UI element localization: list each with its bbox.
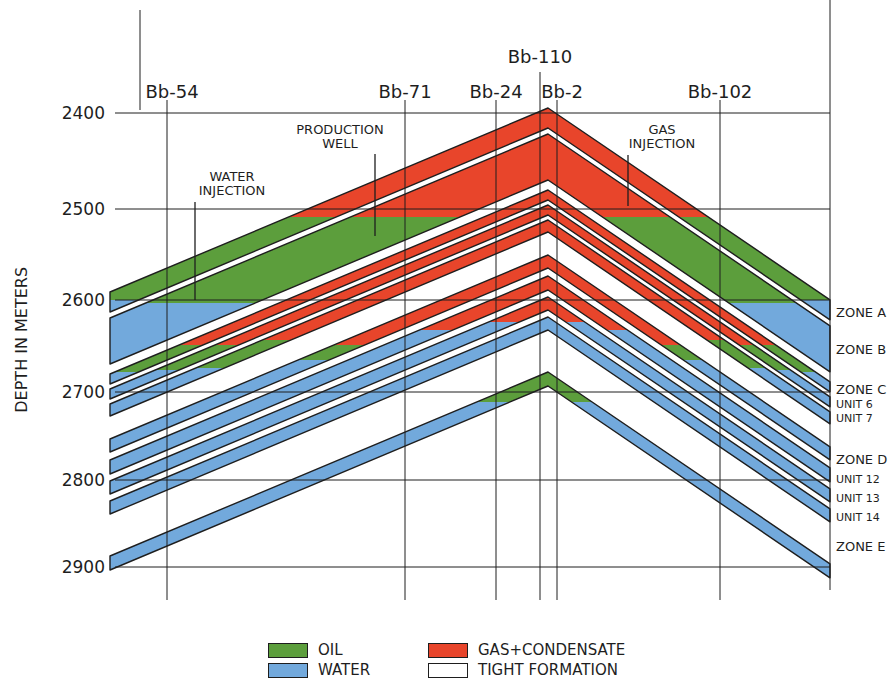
leader-line bbox=[627, 155, 628, 206]
well-name: Bb-24 bbox=[469, 82, 522, 102]
legend-swatch bbox=[268, 663, 308, 678]
frame-line bbox=[140, 10, 141, 110]
zone-label: ZONE E bbox=[836, 540, 885, 554]
depth-tick: 2400 bbox=[62, 104, 105, 123]
gas-fill bbox=[0, 0, 896, 322]
depth-line bbox=[115, 392, 830, 393]
legend-swatch bbox=[428, 643, 468, 658]
depth-line bbox=[115, 567, 830, 568]
zone-label: ZONE C bbox=[836, 383, 886, 397]
unit-label: UNIT 12 bbox=[836, 474, 880, 486]
callout-label: GAS INJECTION bbox=[622, 123, 702, 152]
water-fill bbox=[0, 300, 896, 679]
gas-fill bbox=[0, 0, 896, 345]
layer-outline bbox=[110, 297, 830, 502]
well-name: Bb-102 bbox=[688, 82, 753, 102]
oil-fill bbox=[0, 322, 896, 323]
frame-line bbox=[830, 0, 831, 590]
legend-swatch bbox=[428, 663, 468, 678]
depth-line bbox=[115, 480, 830, 481]
well-line bbox=[496, 100, 497, 600]
gas-fill bbox=[0, 0, 896, 1]
legend-label: TIGHT FORMATION bbox=[478, 662, 618, 679]
zone-label: ZONE A bbox=[836, 306, 886, 320]
depth-line bbox=[115, 113, 830, 114]
axis-title: DEPTH IN METERS bbox=[13, 267, 31, 413]
water-fill bbox=[0, 372, 896, 679]
well-name: Bb-110 bbox=[508, 47, 573, 67]
zone-label: ZONE D bbox=[836, 453, 887, 467]
unit-label: UNIT 6 bbox=[836, 399, 873, 411]
gas-fill bbox=[0, 0, 896, 217]
water-fill bbox=[0, 303, 896, 679]
well-line bbox=[405, 100, 406, 600]
gas-fill bbox=[0, 0, 896, 345]
depth-tick: 2600 bbox=[62, 291, 105, 310]
depth-tick: 2900 bbox=[62, 558, 105, 577]
well-name: Bb-2 bbox=[541, 82, 583, 102]
unit-label: UNIT 13 bbox=[836, 493, 880, 505]
well-line bbox=[167, 100, 168, 600]
unit-label: UNIT 14 bbox=[836, 512, 880, 524]
well-name: Bb-71 bbox=[378, 82, 431, 102]
gas-fill bbox=[0, 0, 896, 345]
depth-tick: 2500 bbox=[62, 200, 105, 219]
legend-swatch bbox=[268, 643, 308, 658]
oil-fill bbox=[0, 0, 896, 402]
unit-label: UNIT 7 bbox=[836, 413, 873, 425]
water-fill bbox=[0, 368, 896, 679]
oil-fill bbox=[0, 0, 896, 1]
gas-fill bbox=[0, 0, 896, 340]
legend-label: OIL bbox=[318, 642, 343, 659]
legend-label: WATER bbox=[318, 662, 370, 679]
well-line bbox=[540, 72, 541, 600]
oil-fill bbox=[0, 217, 896, 303]
water-fill bbox=[0, 360, 896, 679]
layer-outline bbox=[110, 276, 830, 482]
leader-line bbox=[194, 202, 195, 300]
depth-line bbox=[115, 300, 830, 301]
gas-fill bbox=[0, 0, 896, 1]
water-fill bbox=[0, 370, 896, 679]
water-fill bbox=[0, 402, 896, 679]
leader-line bbox=[374, 154, 375, 236]
zone-label: ZONE B bbox=[836, 343, 886, 357]
well-name: Bb-54 bbox=[145, 82, 198, 102]
well-line bbox=[720, 100, 721, 600]
well-line bbox=[557, 100, 558, 600]
callout-label: PRODUCTION WELL bbox=[285, 123, 395, 152]
gas-fill bbox=[0, 0, 896, 217]
callout-label: WATER INJECTION bbox=[180, 170, 285, 199]
gas-fill bbox=[0, 0, 896, 330]
legend-label: GAS+CONDENSATE bbox=[478, 642, 625, 659]
depth-line bbox=[115, 209, 830, 210]
layer-outline bbox=[110, 372, 830, 578]
depth-tick: 2700 bbox=[62, 383, 105, 402]
depth-tick: 2800 bbox=[62, 471, 105, 490]
